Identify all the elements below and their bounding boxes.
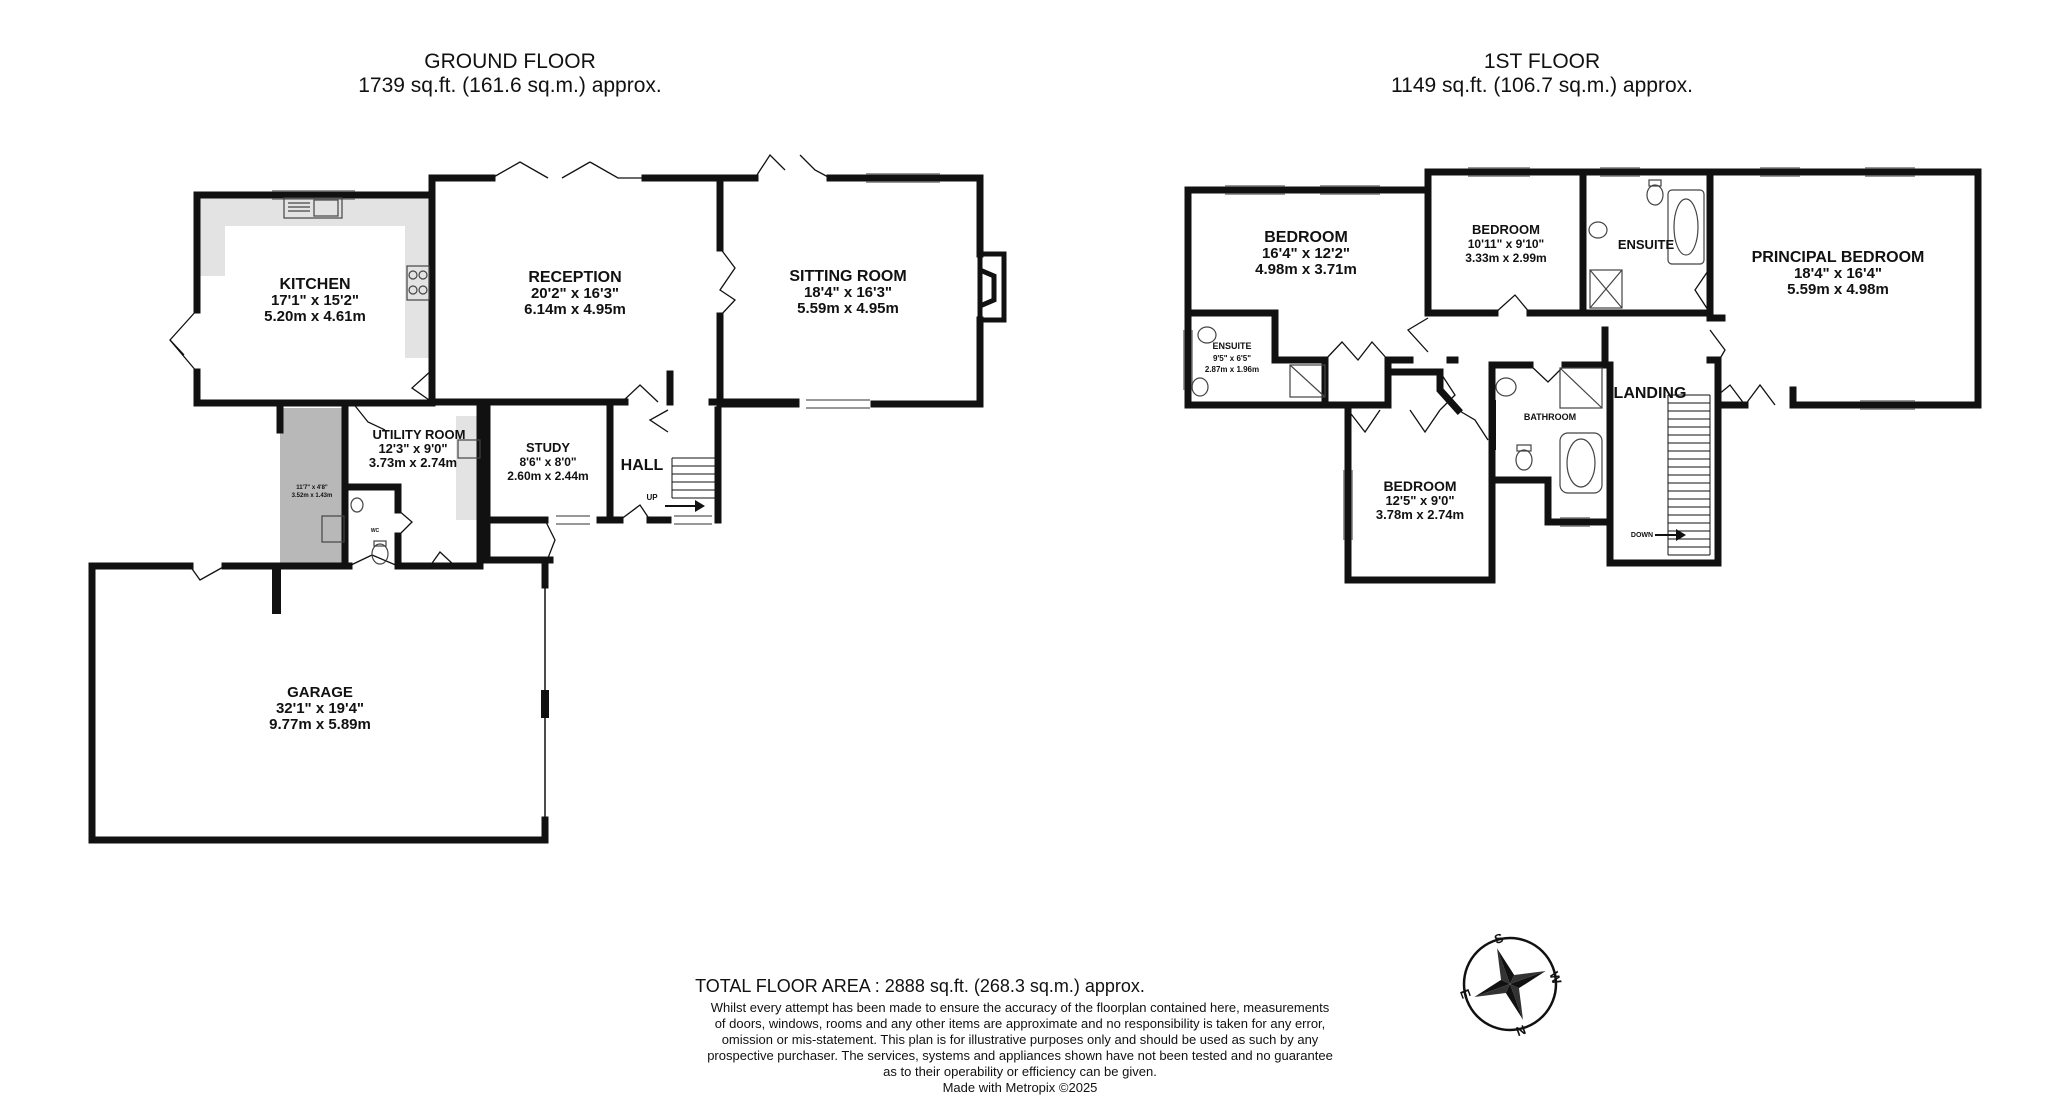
- bathroom-partition: [1489, 400, 1496, 450]
- ground-floor-windows: [272, 173, 940, 525]
- ground-floor-walls: [88, 174, 984, 844]
- compass-ring: [1462, 936, 1558, 1032]
- bedroom-bottom-name: BEDROOM: [1383, 478, 1456, 494]
- principal-bedroom-metric: 5.59m x 4.98m: [1787, 281, 1889, 298]
- disclaimer-line: prospective purchaser. The services, sys…: [707, 1048, 1333, 1063]
- reception-name: RECEPTION: [528, 269, 621, 286]
- room-label-bedroom-left: BEDROOM 16'4" x 12'2" 4.98m x 3.71m: [1255, 229, 1357, 278]
- ensuite-small-name: ENSUITE: [1212, 341, 1251, 351]
- stairs-down-label: DOWN: [1631, 532, 1653, 539]
- total-floor-area: TOTAL FLOOR AREA : 2888 sq.ft. (268.3 sq…: [695, 976, 1145, 996]
- first-floor-doors: [1324, 267, 1776, 441]
- bedroom-left-metric: 4.98m x 3.71m: [1255, 261, 1357, 278]
- reception-imperial: 20'2" x 16'3": [531, 285, 619, 302]
- utility-room-metric: 3.73m x 2.74m: [369, 455, 457, 470]
- sitting-room-metric: 5.59m x 4.95m: [797, 300, 899, 317]
- wc-label: WC: [371, 528, 380, 534]
- store-imperial: 11'7" x 4'8": [296, 485, 328, 491]
- disclaimer-line: as to their operability or efficiency ca…: [883, 1064, 1157, 1079]
- ensuite-small-metric: 2.87m x 1.96m: [1205, 365, 1259, 374]
- room-label-utility-room: UTILITY ROOM 12'3" x 9'0" 3.73m x 2.74m: [369, 427, 466, 470]
- garage-name: GARAGE: [287, 684, 353, 701]
- first-floor-walls: [1184, 168, 1982, 584]
- room-label-bedroom-middle: BEDROOM 10'11" x 9'10" 3.33m x 2.99m: [1465, 222, 1546, 265]
- sitting-room-imperial: 18'4" x 16'3": [804, 284, 892, 301]
- disclaimer: Whilst every attempt has been made to en…: [660, 1000, 1380, 1096]
- garage-metric: 9.77m x 5.89m: [269, 716, 371, 733]
- stairs-up-label: UP: [646, 493, 658, 502]
- study-imperial: 8'6" x 8'0": [519, 455, 576, 469]
- room-label-kitchen: KITCHEN 17'1" x 15'2" 5.20m x 4.61m: [264, 276, 366, 325]
- room-label-reception: RECEPTION 20'2" x 16'3" 6.14m x 4.95m: [524, 269, 626, 318]
- disclaimer-line: of doors, windows, rooms and any other i…: [714, 1016, 1326, 1031]
- stairs-down-arrow-icon: [1676, 529, 1686, 541]
- bedroom-middle-metric: 3.33m x 2.99m: [1465, 251, 1546, 265]
- disclaimer-line: Whilst every attempt has been made to en…: [710, 1000, 1330, 1015]
- compass-label-w: W: [1546, 969, 1565, 986]
- principal-bedroom-name: PRINCIPAL BEDROOM: [1752, 249, 1925, 266]
- fireplace: [977, 251, 1007, 323]
- bathroom-name: BATHROOM: [1524, 412, 1576, 422]
- bedroom-left-name: BEDROOM: [1264, 229, 1348, 246]
- bedroom-middle-imperial: 10'11" x 9'10": [1468, 237, 1544, 251]
- room-label-study: STUDY 8'6" x 8'0" 2.60m x 2.44m: [507, 440, 588, 483]
- store-metric: 3.52m x 1.43m: [292, 493, 333, 499]
- store-room-fill: [280, 408, 345, 566]
- bedroom-middle-name: BEDROOM: [1472, 222, 1540, 237]
- reception-metric: 6.14m x 4.95m: [524, 301, 626, 318]
- ground-floor-doors: [169, 153, 831, 581]
- sitting-room-name: SITTING ROOM: [789, 268, 906, 285]
- utility-room-imperial: 12'3" x 9'0": [378, 441, 447, 456]
- garage-imperial: 32'1" x 19'4": [276, 700, 364, 717]
- room-label-garage: GARAGE 32'1" x 19'4" 9.77m x 5.89m: [269, 684, 371, 733]
- study-metric: 2.60m x 2.44m: [507, 469, 588, 483]
- compass: S W N E: [1457, 930, 1565, 1039]
- ground-floor-plan: UP KITCHEN 17'1" x 15'2" 5.20m x 4.61m R…: [88, 153, 1007, 844]
- ground-floor-heading: GROUND FLOOR 1739 sq.ft. (161.6 sq.m.) a…: [330, 50, 690, 98]
- hall-name: HALL: [621, 457, 664, 474]
- ensuite-small-imperial: 9'5" x 6'5": [1213, 354, 1251, 363]
- ground-floor-stairs: [665, 457, 718, 507]
- first-floor-heading: 1ST FLOOR 1149 sq.ft. (106.7 sq.m.) appr…: [1362, 50, 1722, 98]
- first-floor-plan: DOWN BEDROOM 16'4" x 12'2" 4.98m x 3.71m…: [1183, 167, 1982, 584]
- stairs-up-arrow-icon: [695, 500, 705, 512]
- bedroom-left-imperial: 16'4" x 12'2": [1262, 245, 1350, 262]
- disclaimer-line: omission or mis-statement. This plan is …: [721, 1032, 1319, 1047]
- bedroom-bottom-imperial: 12'5" x 9'0": [1385, 493, 1454, 508]
- ground-floor-fixtures: [283, 197, 481, 565]
- bedroom-bottom-metric: 3.78m x 2.74m: [1376, 507, 1464, 522]
- ensuite-name: ENSUITE: [1618, 237, 1675, 252]
- kitchen-fitted-units: [199, 198, 431, 358]
- room-label-bedroom-bottom: BEDROOM 12'5" x 9'0" 3.78m x 2.74m: [1376, 478, 1464, 522]
- utility-room-name: UTILITY ROOM: [373, 427, 466, 442]
- first-floor-windows: [1183, 167, 1915, 540]
- first-floor-fixtures: [1191, 179, 1705, 494]
- kitchen-metric: 5.20m x 4.61m: [264, 308, 366, 325]
- ground-floor-title: GROUND FLOOR: [424, 50, 596, 73]
- first-floor-stairs: [1655, 394, 1711, 556]
- first-floor-area: 1149 sq.ft. (106.7 sq.m.) approx.: [1391, 74, 1693, 97]
- credit: Made with Metropix ©2025: [942, 1080, 1098, 1095]
- room-label-ensuite-small: ENSUITE 9'5" x 6'5" 2.87m x 1.96m: [1205, 341, 1259, 374]
- garage-pier: [272, 566, 281, 614]
- principal-bedroom-imperial: 18'4" x 16'4": [1794, 265, 1882, 282]
- room-label-sitting-room: SITTING ROOM 18'4" x 16'3" 5.59m x 4.95m: [789, 268, 906, 317]
- ground-floor-area: 1739 sq.ft. (161.6 sq.m.) approx.: [358, 74, 662, 97]
- compass-star-icon: [1474, 948, 1546, 1020]
- kitchen-imperial: 17'1" x 15'2": [271, 292, 359, 309]
- landing-name: LANDING: [1614, 385, 1687, 402]
- room-label-store: 11'7" x 4'8" 3.52m x 1.43m: [292, 485, 333, 499]
- room-label-principal-bedroom: PRINCIPAL BEDROOM 18'4" x 16'4" 5.59m x …: [1752, 249, 1925, 298]
- compass-label-n: N: [1514, 1022, 1528, 1039]
- first-floor-title: 1ST FLOOR: [1483, 50, 1601, 73]
- study-name: STUDY: [526, 440, 570, 455]
- kitchen-name: KITCHEN: [279, 276, 350, 293]
